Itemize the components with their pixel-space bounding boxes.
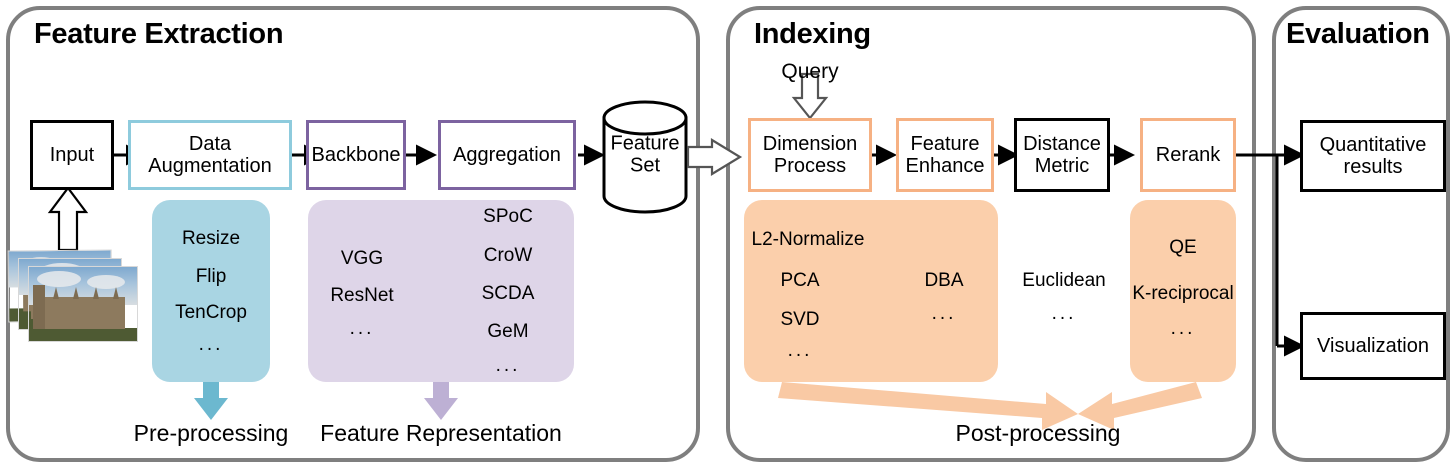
pool-item-rerank-ellipsis: ... bbox=[1170, 318, 1196, 339]
pool-item-qe: QE bbox=[1169, 237, 1197, 258]
feature-set-line1: Feature bbox=[610, 132, 680, 155]
node-dimension-process-line1: Dimension bbox=[762, 132, 858, 155]
pool-item-aggregation-ellipsis: ... bbox=[495, 355, 521, 376]
feature-set-line2: Set bbox=[629, 155, 661, 177]
pool-item-tencrop: TenCrop bbox=[175, 302, 247, 323]
pool-item-scda: SCDA bbox=[481, 283, 535, 304]
panel-title-evaluation: Evaluation bbox=[1286, 18, 1430, 50]
node-distance-metric-line2: Metric bbox=[1034, 155, 1090, 177]
metric-item-ellipsis: ... bbox=[1051, 303, 1077, 324]
pool-item-dba: DBA bbox=[924, 270, 964, 291]
node-distance-metric-line1: Distance bbox=[1023, 132, 1101, 155]
pool-item-resnet: ResNet bbox=[330, 285, 394, 306]
thumb-spire-3 bbox=[93, 287, 99, 299]
feature-representation-pool bbox=[308, 200, 574, 382]
thumb-spire-1 bbox=[53, 287, 59, 299]
thumb-cloud-2 bbox=[87, 275, 125, 289]
panel-title-feature-extraction: Feature Extraction bbox=[34, 18, 284, 50]
node-data-augmentation[interactable]: Data Augmentation bbox=[128, 120, 292, 190]
node-input[interactable]: Input bbox=[30, 120, 114, 190]
input-thumbnail-front bbox=[28, 266, 138, 342]
pool-item-l2-normalize: L2-Normalize bbox=[751, 229, 865, 250]
node-backbone-label: Backbone bbox=[311, 143, 401, 166]
thumb-cloud bbox=[37, 271, 81, 287]
panel-feature-extraction bbox=[6, 6, 700, 462]
thumb-spire-4 bbox=[113, 287, 119, 299]
pool-item-vgg: VGG bbox=[340, 248, 384, 269]
node-input-label: Input bbox=[49, 143, 95, 166]
node-visualization[interactable]: Visualization bbox=[1300, 312, 1446, 380]
node-rerank[interactable]: Rerank bbox=[1140, 118, 1236, 192]
metric-item-euclidean: Euclidean bbox=[1022, 270, 1106, 291]
postprocessing-pool-right bbox=[1130, 200, 1236, 382]
node-distance-metric[interactable]: Distance Metric bbox=[1014, 118, 1110, 192]
caption-pre-processing: Pre-processing bbox=[133, 420, 289, 446]
pool-item-gem: GeM bbox=[487, 321, 529, 342]
pool-item-svd: SVD bbox=[780, 309, 820, 330]
node-aggregation-label: Aggregation bbox=[453, 143, 561, 166]
caption-post-processing: Post-processing bbox=[955, 420, 1121, 446]
panel-evaluation bbox=[1272, 6, 1450, 462]
panel-indexing bbox=[726, 6, 1256, 462]
pool-item-pca: PCA bbox=[780, 270, 820, 291]
pool-item-flip: Flip bbox=[195, 266, 227, 287]
node-quantitative-results-line1: Quantitative bbox=[1319, 133, 1427, 156]
node-data-augmentation-label-line2: Augmentation bbox=[148, 155, 272, 177]
node-backbone[interactable]: Backbone bbox=[306, 120, 406, 190]
node-aggregation[interactable]: Aggregation bbox=[438, 120, 576, 190]
panel-title-indexing: Indexing bbox=[754, 18, 871, 50]
node-visualization-label: Visualization bbox=[1317, 334, 1429, 357]
node-feature-enhance-line1: Feature bbox=[910, 132, 980, 155]
node-feature-enhance[interactable]: Feature Enhance bbox=[896, 118, 994, 192]
pool-item-backbone-ellipsis: ... bbox=[349, 318, 375, 339]
thumb-grass bbox=[29, 327, 137, 341]
preprocessing-pool bbox=[152, 200, 270, 382]
node-dimension-process-line2: Process bbox=[773, 155, 847, 177]
pool-item-crow: CroW bbox=[483, 245, 533, 266]
pool-item-dimension-ellipsis: ... bbox=[787, 340, 813, 361]
node-quantitative-results-line2: results bbox=[1343, 156, 1403, 178]
caption-feature-representation: Feature Representation bbox=[320, 420, 562, 446]
pool-item-enhance-ellipsis: ... bbox=[931, 303, 957, 324]
thumb-building-main bbox=[39, 297, 125, 329]
pool-item-spoc: SPoC bbox=[483, 206, 533, 227]
pool-item-preprocessing-ellipsis: ... bbox=[198, 334, 224, 355]
node-quantitative-results[interactable]: Quantitative results bbox=[1300, 120, 1446, 192]
query-label: Query bbox=[781, 60, 839, 83]
pool-item-k-reciprocal: K-reciprocal bbox=[1132, 283, 1234, 304]
node-dimension-process[interactable]: Dimension Process bbox=[748, 118, 872, 192]
node-feature-set-label: Feature Set bbox=[611, 133, 680, 178]
thumb-spire-2 bbox=[73, 287, 79, 299]
node-rerank-label: Rerank bbox=[1155, 143, 1221, 166]
thumb-building-tower bbox=[33, 285, 45, 329]
node-feature-enhance-line2: Enhance bbox=[905, 155, 985, 177]
postprocessing-pool-left bbox=[744, 200, 998, 382]
node-data-augmentation-label-line1: Data bbox=[188, 132, 232, 155]
pool-item-resize: Resize bbox=[181, 228, 241, 249]
